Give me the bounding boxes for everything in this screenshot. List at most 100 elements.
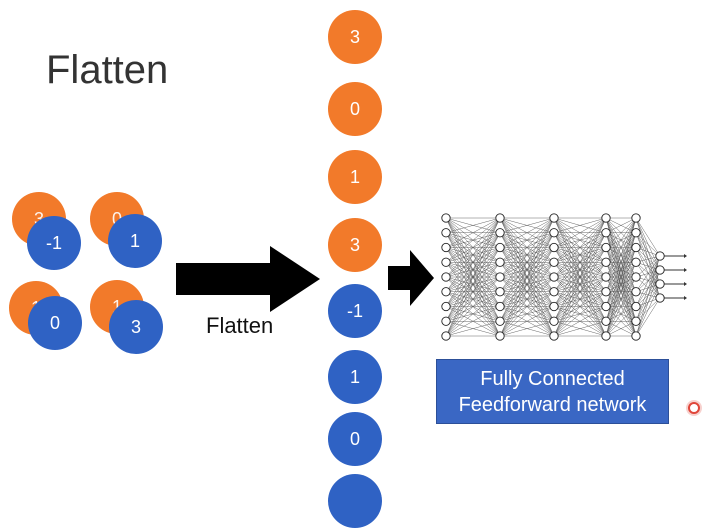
network-connection xyxy=(605,217,637,322)
network-connection xyxy=(553,217,607,322)
network-connection xyxy=(635,269,661,337)
network-connection xyxy=(499,291,555,337)
network-connection xyxy=(635,232,661,285)
feature-map-front-value: 3 xyxy=(130,316,141,337)
network-connection xyxy=(499,217,555,233)
network-connection xyxy=(605,321,637,337)
network-node xyxy=(655,265,665,275)
network-node xyxy=(495,331,505,341)
network-connection xyxy=(499,321,555,337)
network-connection xyxy=(553,217,607,248)
network-connection xyxy=(605,291,637,337)
network-connection xyxy=(445,217,501,322)
vector-element-partial xyxy=(328,474,382,528)
network-node xyxy=(631,316,641,326)
network-connection xyxy=(635,255,661,322)
network-node xyxy=(495,316,505,326)
vector-element-value: 1 xyxy=(349,366,360,387)
network-connection xyxy=(499,217,555,248)
network-connection xyxy=(445,276,501,337)
vector-element: 1 xyxy=(328,350,382,404)
network-node xyxy=(601,242,611,253)
network-connection xyxy=(605,217,637,278)
network-connection xyxy=(445,217,501,307)
network-connection xyxy=(499,306,555,337)
network-node xyxy=(655,293,665,303)
network-connection xyxy=(499,232,555,337)
network-connection xyxy=(445,247,501,337)
network-output-arrowhead xyxy=(684,296,687,300)
network-node xyxy=(631,301,641,312)
network-connection xyxy=(499,217,555,263)
network-node xyxy=(495,213,505,223)
network-connection xyxy=(605,217,637,337)
vector-element: -1 xyxy=(328,284,382,338)
network-connection xyxy=(553,217,607,233)
network-connection xyxy=(499,217,555,307)
network-connection xyxy=(635,247,661,299)
network-connection xyxy=(605,217,637,233)
feature-map-front-circle: 0 xyxy=(28,296,82,350)
network-connection xyxy=(605,247,637,337)
flatten-arrow-label: Flatten xyxy=(206,313,274,338)
network-node xyxy=(631,272,641,282)
network-connection xyxy=(445,232,501,337)
network-node xyxy=(601,301,611,312)
network-connection xyxy=(499,217,555,337)
network-node xyxy=(549,242,559,253)
network-connection xyxy=(445,306,501,337)
network-connection xyxy=(635,297,661,337)
network-connection xyxy=(499,247,555,337)
network-connection xyxy=(605,276,637,337)
network-node xyxy=(549,228,559,238)
network-connection xyxy=(445,217,501,278)
network-connection xyxy=(553,217,607,307)
network-connection xyxy=(553,217,607,278)
feature-map-front-value: 0 xyxy=(49,312,60,333)
network-node xyxy=(549,301,559,312)
network-node xyxy=(495,228,505,238)
network-connection xyxy=(445,217,501,263)
feature-map-front-circle: 1 xyxy=(108,214,162,268)
network-connection xyxy=(635,255,661,278)
network-connection xyxy=(499,217,555,322)
network-connection xyxy=(445,217,501,292)
network-connection xyxy=(605,217,637,292)
vector-element: 0 xyxy=(328,82,382,136)
network-connection xyxy=(553,306,607,337)
network-node xyxy=(601,287,611,297)
vector-element-value: 1 xyxy=(349,166,360,187)
network-node xyxy=(631,213,641,223)
network-node xyxy=(601,213,611,223)
vector-element: 0 xyxy=(328,412,382,466)
network-node xyxy=(495,301,505,312)
network-connection xyxy=(553,217,607,292)
network-node xyxy=(441,316,451,326)
network-node xyxy=(631,257,641,267)
network-connection xyxy=(553,247,607,337)
network-connection xyxy=(553,276,607,337)
network-connection xyxy=(605,217,637,263)
feature-map-front-circle: -1 xyxy=(27,216,81,270)
network-connection xyxy=(499,262,555,337)
network-node xyxy=(549,257,559,267)
network-connection xyxy=(635,247,661,285)
vector-element: 1 xyxy=(328,150,382,204)
network-connection xyxy=(605,232,637,337)
fully-connected-label-line1: Fully Connected xyxy=(480,367,625,390)
network-connection xyxy=(635,217,661,257)
network-node xyxy=(601,257,611,267)
network-node xyxy=(441,272,451,282)
network-output-arrowhead xyxy=(684,254,687,258)
network-connection xyxy=(499,217,555,292)
network-node xyxy=(549,287,559,297)
network-connection xyxy=(445,217,501,233)
page-title: Flatten xyxy=(46,48,169,92)
vector-element: 3 xyxy=(328,218,382,272)
network-node xyxy=(549,316,559,326)
feature-map-back-value: 0 xyxy=(111,208,122,229)
network-node xyxy=(441,242,451,253)
network-node xyxy=(601,228,611,238)
network-node xyxy=(549,272,559,282)
feature-map-front-circle: 3 xyxy=(109,300,163,354)
